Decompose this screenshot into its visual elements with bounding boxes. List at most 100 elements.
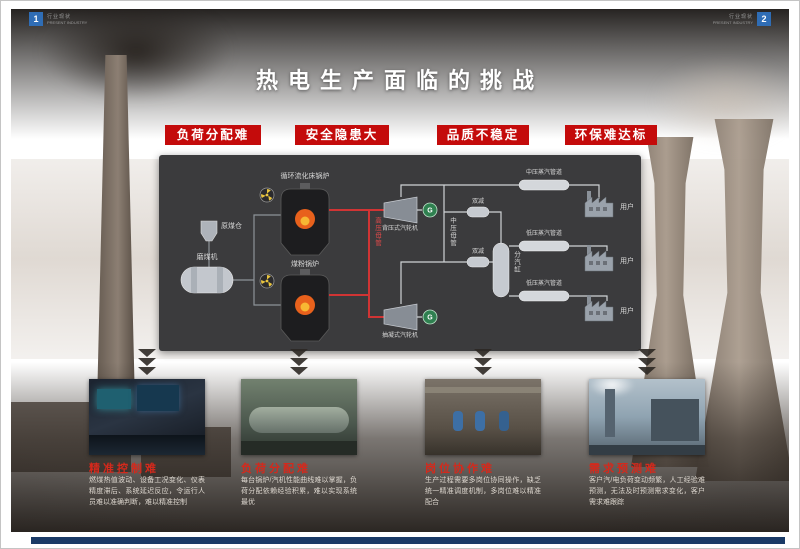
mp-lp-steam-pipe-lines <box>400 184 608 318</box>
card-description: 燃煤热值波动、设备工况变化、仪表精度滞后、系统延迟反应，令运行人员难以准确判断，… <box>89 477 205 506</box>
chevron-down-icon <box>290 367 308 375</box>
coal-bunker-label: 原煤仓 <box>221 223 242 230</box>
flow-arrows <box>241 349 357 376</box>
reducer-valve-2 <box>466 256 490 268</box>
turbine-machine <box>249 407 349 433</box>
hp-steam-pipe-line <box>329 209 384 318</box>
background-photo <box>11 9 789 532</box>
factory-icon <box>584 295 614 322</box>
process-diagram: G G <box>159 155 641 351</box>
card-title: 岗位协作难 <box>425 463 495 475</box>
boiler-bottom-flame-core <box>300 302 310 312</box>
mill-label: 磨煤机 <box>196 254 218 261</box>
user-3-label: 用户 <box>620 308 634 315</box>
card-title: 精准控制难 <box>89 463 159 475</box>
reducer-2-label: 双减 <box>471 249 485 255</box>
page-number-right: 2 <box>757 12 771 26</box>
chevron-down-icon <box>638 367 656 375</box>
page-badge-left: 1 行业现状 PRESENT INDUSTRY <box>29 12 87 26</box>
factory-icon <box>584 245 614 272</box>
coal-bunker-shape <box>200 220 218 242</box>
chevron-down-icon <box>138 358 156 366</box>
machine-base <box>241 441 357 455</box>
chevron-down-icon <box>474 358 492 366</box>
boiler-top-flame-core <box>300 216 310 226</box>
turbine-extraction-shape <box>383 303 418 331</box>
worker-figure <box>475 411 485 431</box>
user-1-label: 用户 <box>620 204 634 211</box>
card-description: 每台锅炉/汽机性能曲线难以掌握，负荷分配依赖经验积累，难以实现系统最优 <box>241 477 357 506</box>
challenge-tag-safety: 安全隐患大 <box>295 125 389 145</box>
chevron-down-icon <box>638 349 656 357</box>
badge-right-line1: 行业现状 <box>728 14 753 20</box>
page-badge-right-text: 行业现状 PRESENT INDUSTRY <box>713 13 753 25</box>
card-description: 生产过程需要多岗位协同操作，缺乏统一精准调度机制，多岗位难以精准配合 <box>425 477 541 506</box>
reducer-1-label: 双减 <box>471 199 485 205</box>
smokestack <box>605 389 615 437</box>
factory-icon <box>584 191 614 218</box>
card-description: 客户汽/电负荷变动频繁，人工经验难预测，无法及时预测需求变化，客户需求难跟踪 <box>589 477 705 506</box>
mill-band-1 <box>191 267 197 293</box>
control-screen <box>97 389 131 409</box>
ground-line <box>589 445 705 455</box>
chevron-down-icon <box>138 349 156 357</box>
badge-left-line2: PRESENT INDUSTRY <box>47 20 88 25</box>
mp-steam-pipe-label: 中压蒸汽管道 <box>525 170 563 176</box>
coal-mill-shape <box>180 266 234 294</box>
challenge-tag-environment: 环保难达标 <box>565 125 657 145</box>
plant-structure <box>651 399 699 441</box>
page-title: 热电生产面临的挑战 <box>255 68 544 93</box>
control-screen <box>137 385 179 411</box>
generator-2-label: G <box>427 315 433 322</box>
page-badge-right: 2 行业现状 PRESENT INDUSTRY <box>713 12 771 26</box>
mp-steam-pipe-capsule <box>518 179 570 191</box>
chimney-smoke <box>41 9 231 101</box>
photo-control-room <box>89 379 205 455</box>
photo-workers <box>425 379 541 455</box>
fan-icon <box>259 273 275 289</box>
card-title: 负荷分配难 <box>241 463 311 475</box>
mp-header-label: 中压母管 <box>448 217 456 247</box>
process-diagram-svg: G G <box>180 179 614 342</box>
lp-steam-pipe-label-2: 低压蒸汽管道 <box>525 281 563 287</box>
hp-header-label: 高压母管 <box>373 217 381 247</box>
worker-figure <box>499 411 509 431</box>
boiler-bottom-stack <box>300 269 310 276</box>
turbine-back-pressure-label: 背压式汽轮机 <box>381 226 419 232</box>
generator-2 <box>422 309 438 325</box>
chevron-down-icon <box>474 367 492 375</box>
card-title: 需求预测难 <box>589 463 659 475</box>
distributor-label: 分汽缸 <box>512 251 520 274</box>
mill-band-2 <box>217 267 223 293</box>
coal-feed-line <box>208 214 281 306</box>
boiler-top-stack <box>300 183 310 190</box>
challenge-tag-load-distribution: 负荷分配难 <box>165 125 261 145</box>
page-number-left: 1 <box>29 12 43 26</box>
chevron-down-icon <box>290 349 308 357</box>
flow-arrows <box>425 349 541 376</box>
page-badge-left-text: 行业现状 PRESENT INDUSTRY <box>47 13 87 25</box>
photo-plant-exterior <box>589 379 705 455</box>
smoke-plume <box>589 379 635 397</box>
flow-arrows <box>589 349 705 376</box>
overhead-pipe <box>425 387 541 393</box>
chevron-down-icon <box>290 358 308 366</box>
reducer-valve-1 <box>466 206 490 218</box>
flow-arrows <box>89 349 205 376</box>
user-2-label: 用户 <box>620 258 634 265</box>
boiler-top-label: 循环流化床锅炉 <box>280 173 330 180</box>
badge-left-line1: 行业现状 <box>47 14 72 20</box>
generator-1 <box>422 202 438 218</box>
chevron-down-icon <box>638 358 656 366</box>
footer-accent-bar <box>31 537 785 544</box>
chevron-down-icon <box>474 349 492 357</box>
steam-distributor-shape <box>492 242 510 298</box>
lp-steam-pipe-label-1: 低压蒸汽管道 <box>525 231 563 237</box>
fan-icon <box>259 187 275 203</box>
control-console <box>89 435 205 455</box>
generator-1-label: G <box>427 208 433 215</box>
boiler-bottom-label: 煤粉锅炉 <box>291 261 319 268</box>
lp-steam-pipe-capsule-1 <box>518 240 570 252</box>
turbine-extraction-label: 抽凝式汽轮机 <box>381 333 419 339</box>
